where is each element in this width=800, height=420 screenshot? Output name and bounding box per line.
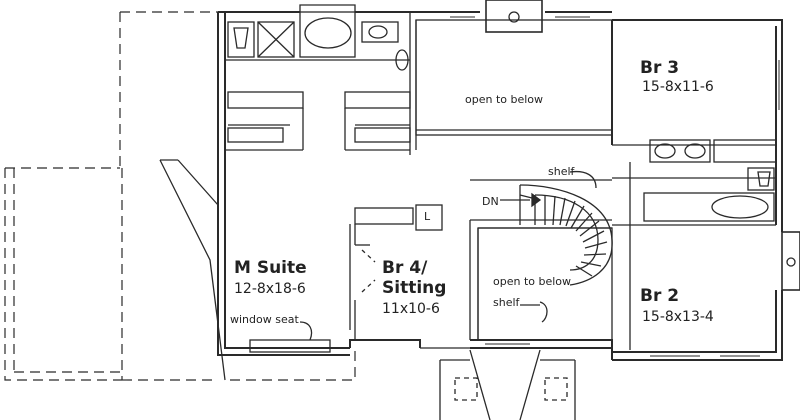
br2-name: Br 2 [640,286,680,306]
msuite-name: M Suite [234,258,307,278]
open-to-below-top: open to below [465,93,544,106]
roof-outline-dashed [4,11,356,381]
roof-lines [159,159,226,381]
porch-columns [454,377,568,401]
shelf-top: shelf [548,165,575,178]
closets-master [225,91,411,151]
bay-window-top [485,0,543,33]
bath-br2-br3 [612,139,777,350]
bay-window-right [781,231,800,291]
front-porch [420,347,576,420]
windows [260,16,780,357]
door-swing-dashed [361,249,376,293]
msuite-size: 12-8x18-6 [234,281,306,297]
br3-name: Br 3 [640,58,680,78]
br3-size: 15-8x11-6 [642,79,714,95]
br4-name-line1: Br 4/ [382,258,428,278]
br2-size: 15-8x13-4 [642,309,714,325]
stair-down-label: DN [482,195,499,208]
window-seat-label: window seat [230,313,299,326]
shelf-bottom: shelf [493,296,520,309]
laundry-label: L [424,210,431,223]
open-to-below-stair: open to below [493,275,572,288]
br4-name-line2: Sitting [382,278,447,298]
open-area-top [415,19,613,136]
master-bath [225,4,417,155]
br4-size: 11x10-6 [382,301,440,317]
br4-closet [349,204,443,340]
open-area-stair [477,170,613,341]
